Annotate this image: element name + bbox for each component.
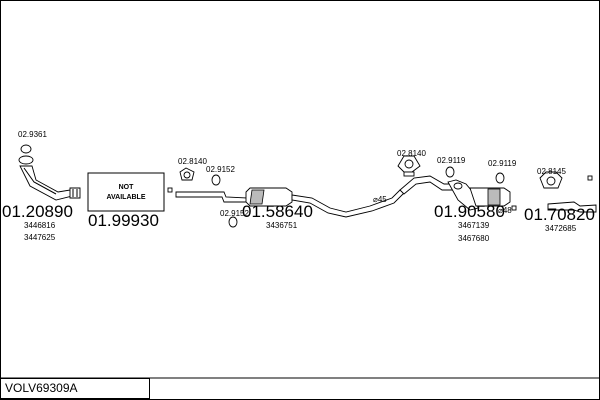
fitting-label-8: 02.8145 <box>537 167 566 176</box>
rear-silencer-drawing: ⌀48 <box>399 175 517 215</box>
fitting-label-4: 02.9152 <box>220 209 249 218</box>
fitting-label-7: 02.9119 <box>488 159 517 168</box>
oem-front-pipe-2: 3447625 <box>24 233 56 242</box>
diameter-label-2: ⌀48 <box>498 206 512 215</box>
fitting-label-6: 02.9119 <box>437 156 466 165</box>
part-number-not-available: 01.99930 <box>88 211 159 230</box>
diagram-code: VOLV69309A <box>0 378 150 399</box>
diameter-label-1: ⌀45 <box>373 195 387 204</box>
fitting-3-drawing <box>211 174 221 186</box>
fitting-ring-1 <box>20 144 32 154</box>
oem-rear-silencer-1: 3467139 <box>458 221 490 230</box>
fitting-7-drawing <box>495 172 505 184</box>
part-number-tail-pipe: 01.70820 <box>524 205 595 224</box>
part-number-middle-silencer: 01.58640 <box>242 202 313 221</box>
not-available-line1: NOT <box>119 184 135 191</box>
fitting-label-2: 02.8140 <box>178 157 207 166</box>
front-pipe-drawing <box>18 144 81 201</box>
fitting-label-3: 02.9152 <box>206 165 235 174</box>
oem-tail-pipe-1: 3472685 <box>545 224 577 233</box>
fitting-6-drawing <box>445 166 455 178</box>
oem-middle-silencer-1: 3436751 <box>266 221 298 230</box>
fitting-5-drawing <box>397 155 421 177</box>
not-available-line2: AVAILABLE <box>106 194 145 201</box>
not-available-box: NOT AVAILABLE <box>87 172 165 212</box>
tail-pipe-drawing <box>539 171 597 213</box>
fitting-2-drawing <box>167 167 195 193</box>
fitting-4-drawing <box>228 216 238 228</box>
part-number-front-pipe: 01.20890 <box>2 202 73 221</box>
fitting-label-1: 02.9361 <box>18 130 47 139</box>
fitting-label-5: 02.8140 <box>397 149 426 158</box>
oem-front-pipe-1: 3446816 <box>24 221 56 230</box>
part-number-rear-silencer: 01.90580 <box>434 202 505 221</box>
oem-rear-silencer-2: 3467680 <box>458 234 490 243</box>
